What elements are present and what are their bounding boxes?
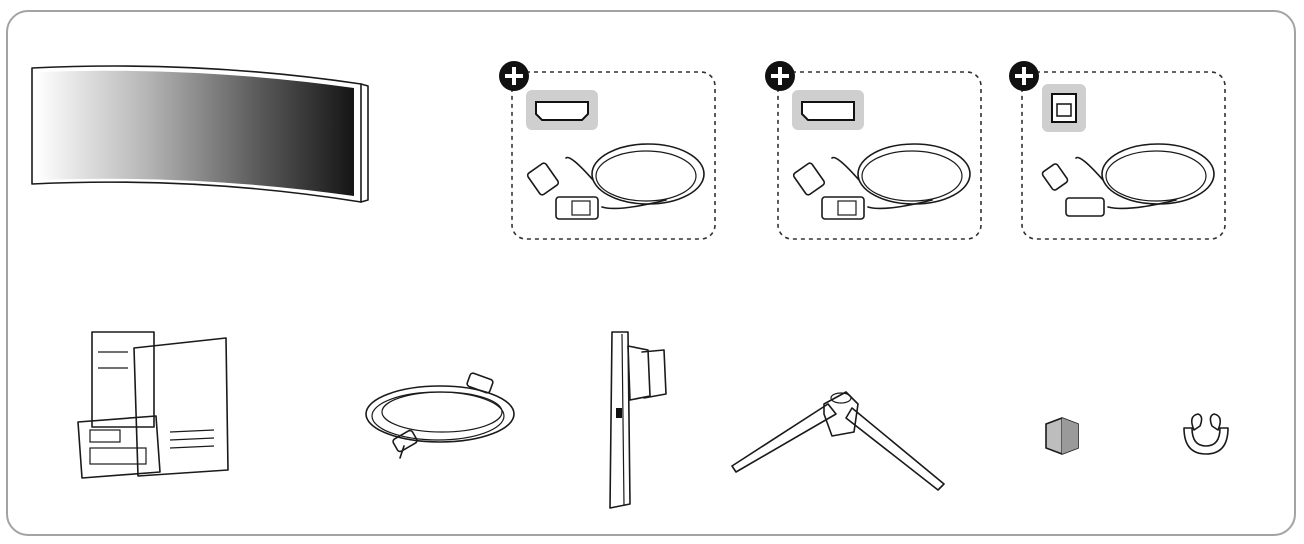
plus-icon [765,61,795,91]
stand-column-icon [609,331,667,509]
power-cord-icon [365,372,515,459]
cover-icon [1045,417,1079,455]
stand-base-icon [731,391,945,491]
usb-b-port-icon [1042,84,1086,132]
displayport-port-icon [792,90,864,130]
hdmi-cable-icon [499,61,716,240]
documents-icon [77,331,229,479]
usb-cable-icon [1009,61,1226,240]
hdmi-port-icon [526,90,598,130]
curved-monitor-icon [31,65,369,203]
plus-icon [1009,61,1039,91]
displayport-cable-icon [765,61,982,240]
plus-icon [499,61,529,91]
cable-holder-icon [1183,413,1229,455]
